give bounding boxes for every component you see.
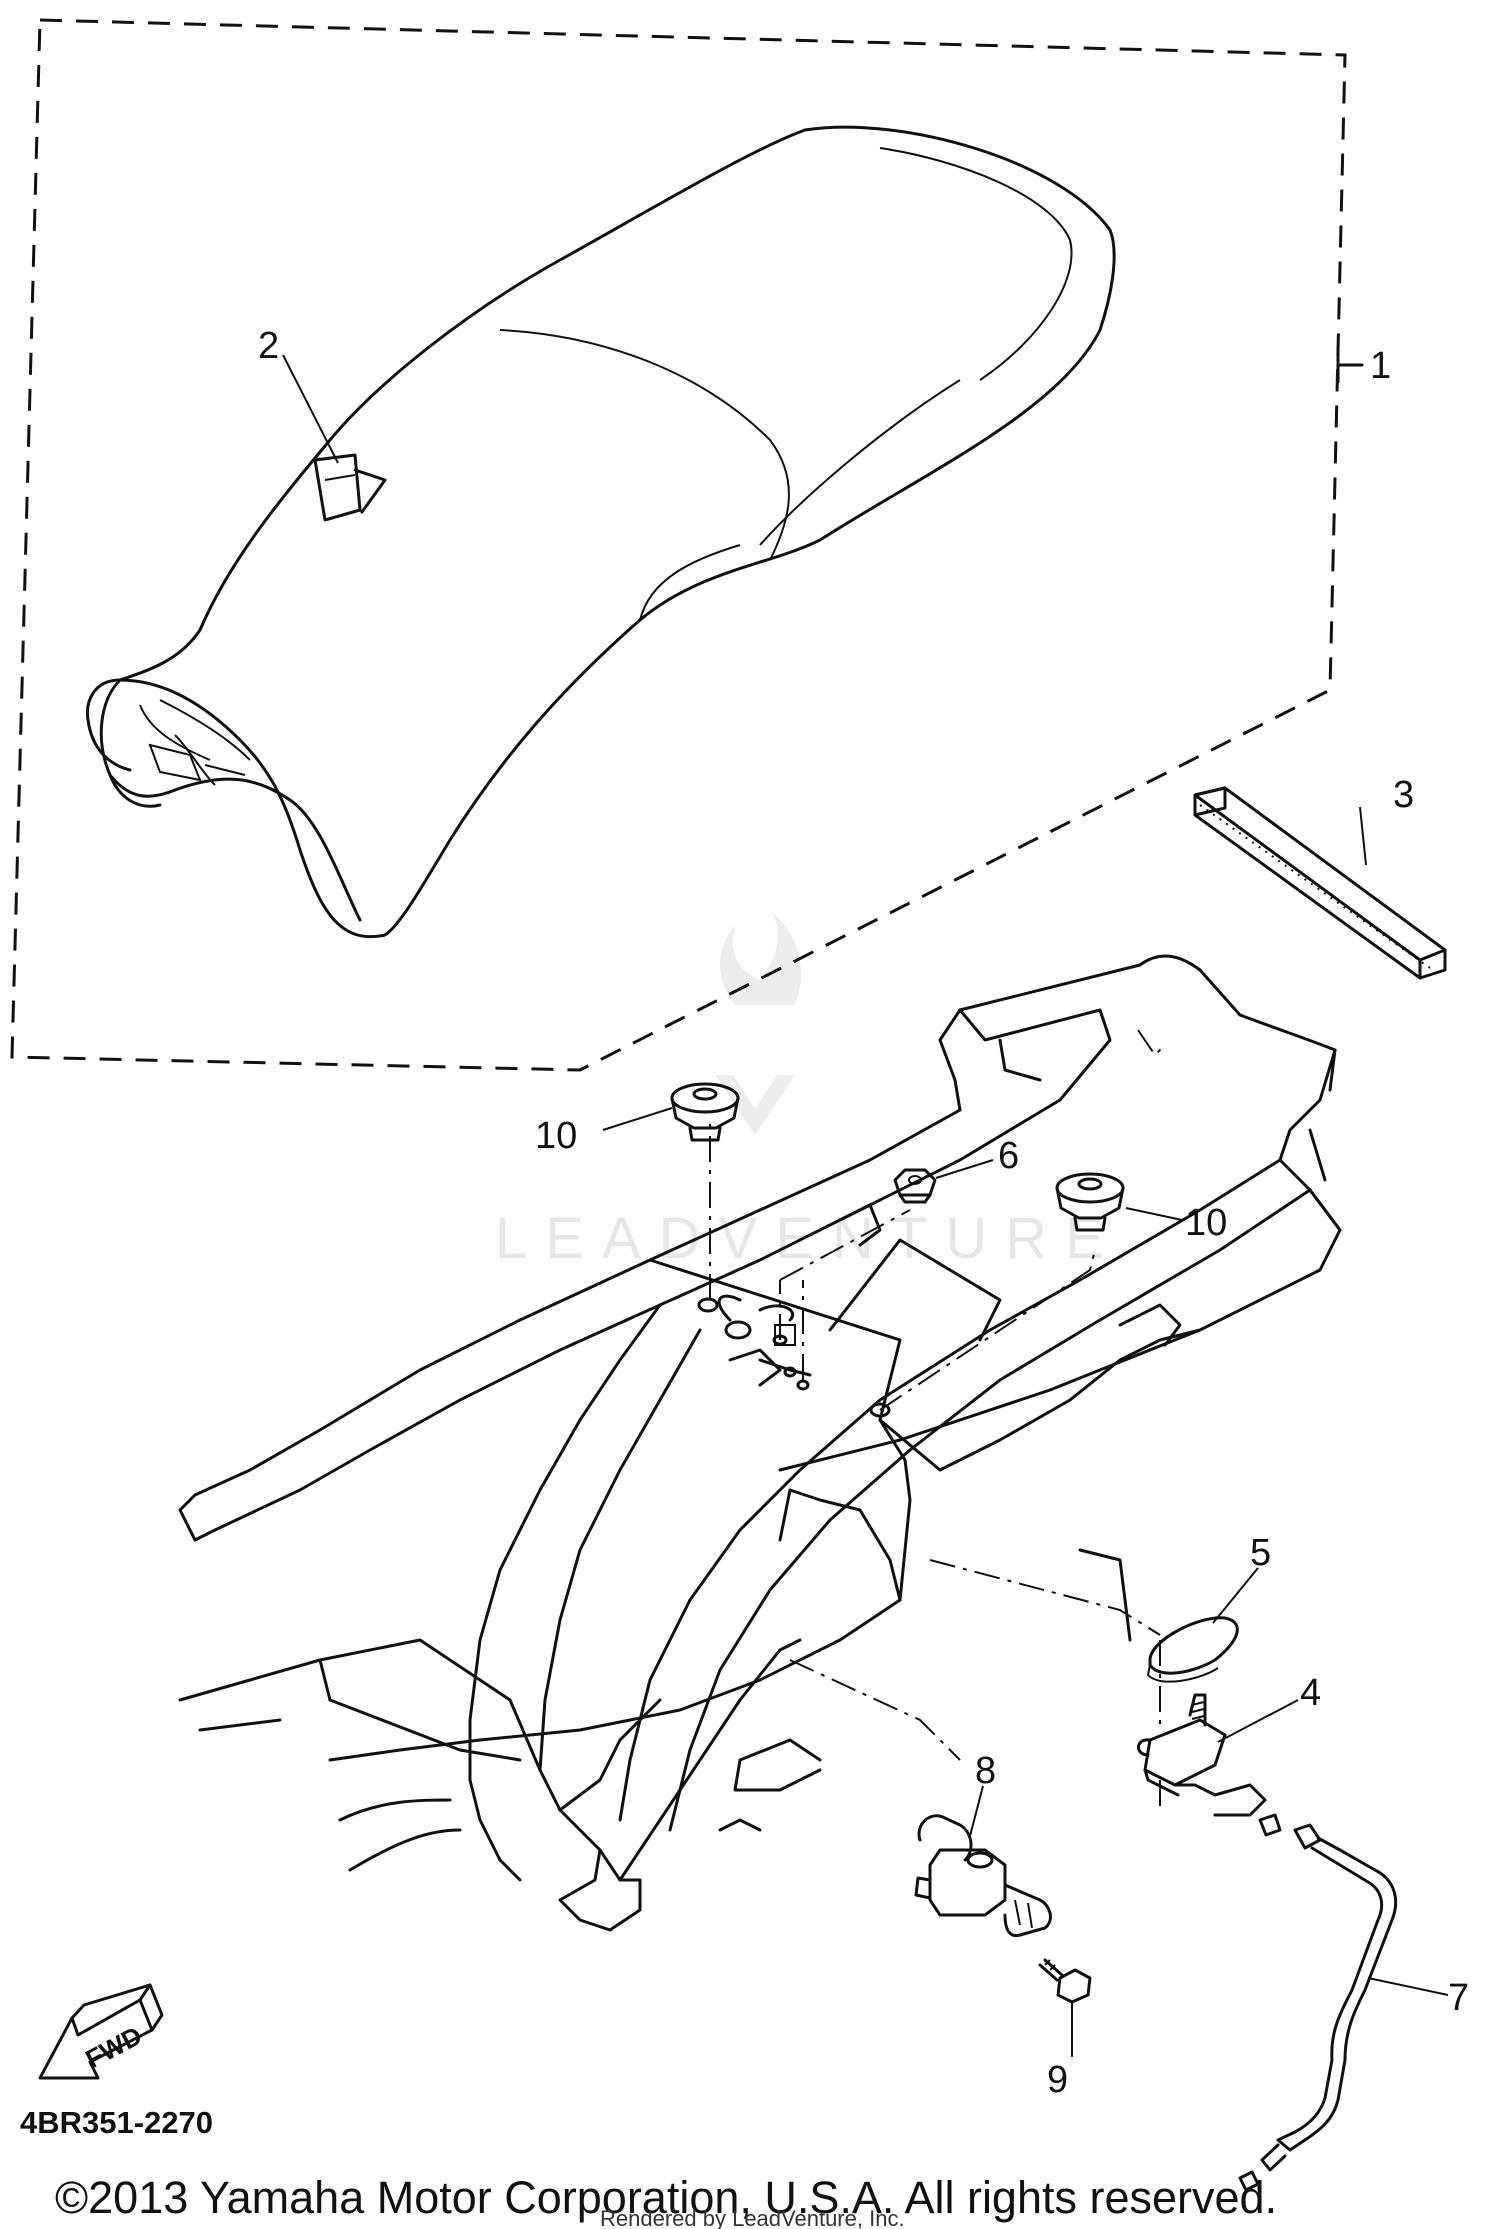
seat-tab-drawing	[313, 453, 387, 522]
callout-10-left: 10	[535, 1115, 577, 1157]
callout-8: 8	[975, 1750, 996, 1792]
callout-2: 2	[258, 325, 279, 367]
copyright-text: ©2013 Yamaha Motor Corporation, U.S.A. A…	[55, 2172, 1277, 2223]
foam-strip-drawing	[1193, 786, 1447, 980]
cable-drawing	[1238, 1813, 1398, 2192]
diagram-code: 4BR351-2270	[20, 2105, 213, 2140]
leader-6	[935, 1159, 994, 1179]
nut-drawing	[893, 1168, 937, 1204]
forward-arrow-icon	[38, 1983, 164, 2080]
leader-4	[1217, 1699, 1299, 1743]
callout-bracket-1	[1336, 346, 1364, 384]
grommet-right-drawing	[1055, 1172, 1125, 1232]
callout-4: 4	[1300, 1672, 1321, 1714]
callout-7: 7	[1448, 1977, 1469, 2019]
watermark-logo	[715, 910, 802, 1135]
leader-10-right	[1125, 1207, 1183, 1221]
callout-6: 6	[998, 1135, 1019, 1177]
seat-drawing	[85, 125, 1116, 939]
plate-drawing	[1146, 1616, 1239, 1683]
rear-frame-drawing	[178, 954, 1342, 1932]
leader-2	[282, 354, 339, 464]
grommet-left-drawing	[670, 1082, 740, 1142]
callout-5: 5	[1250, 1532, 1271, 1574]
rendered-by-text: Rendered by LeadVenture, Inc.	[600, 2206, 905, 2229]
screw-drawing	[1038, 1958, 1092, 2004]
leader-7	[1367, 1977, 1449, 1996]
watermark-text: LEADVENTURE	[495, 1206, 1122, 1271]
assembly-center-lines	[709, 964, 1166, 1810]
callout-10-right: 10	[1185, 1202, 1227, 1244]
seat-lock-drawing	[914, 1814, 1052, 1938]
leader-8	[969, 1785, 984, 1837]
callout-9: 9	[1047, 2059, 1068, 2101]
leader-5	[1212, 1567, 1259, 1624]
callout-1: 1	[1370, 345, 1391, 387]
seat-assembly-boundary	[10, 18, 1347, 1072]
leader-10-left	[602, 1107, 673, 1131]
leader-3	[1359, 806, 1367, 866]
bracket-drawing	[1137, 1693, 1267, 1817]
callout-3: 3	[1393, 774, 1414, 816]
